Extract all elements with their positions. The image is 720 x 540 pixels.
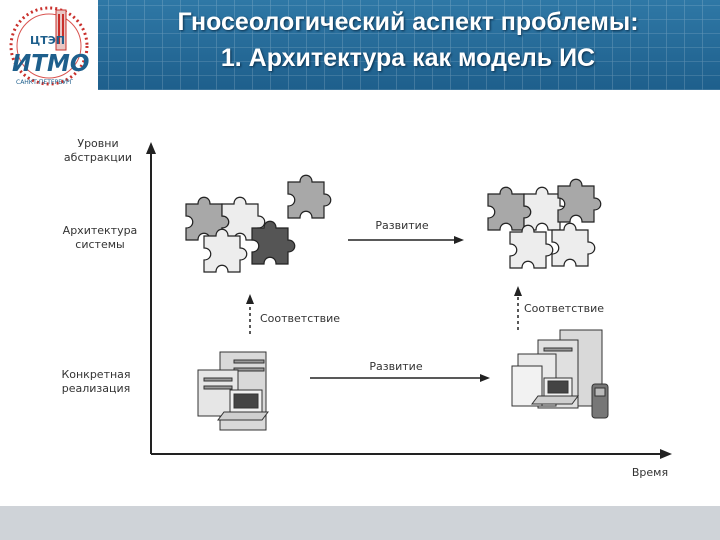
monitor-screen bbox=[233, 393, 259, 409]
level-impl-line2: реализация bbox=[62, 382, 131, 395]
logo-brand-text: ИТМО bbox=[12, 51, 89, 77]
puzzle-piece bbox=[203, 228, 248, 273]
phone-screen bbox=[594, 387, 606, 397]
architecture-diagram: Уровни абстракции Архитектура системы Ко… bbox=[58, 134, 688, 488]
x-axis-arrowhead bbox=[660, 449, 672, 459]
monitor-screen bbox=[547, 380, 569, 394]
puzzle-piece bbox=[287, 174, 332, 219]
level-impl-line1: Конкретная bbox=[61, 368, 130, 381]
y-axis-label-line2: абстракции bbox=[64, 151, 132, 164]
drive-bay bbox=[233, 359, 265, 364]
x-axis-label: Время bbox=[632, 466, 668, 479]
puzzle-piece bbox=[551, 222, 596, 267]
arrow-bottom-head bbox=[480, 374, 490, 382]
slide-title-line2: 1. Архитектура как модель ИС bbox=[220, 44, 596, 72]
computer-set-right bbox=[511, 329, 609, 419]
drive-bay bbox=[203, 377, 233, 382]
puzzle-piece bbox=[557, 178, 602, 223]
correspondence-right-label: Соответствие bbox=[524, 302, 604, 315]
header-grid-pattern bbox=[0, 0, 720, 90]
y-axis-arrowhead bbox=[146, 142, 156, 154]
level-architecture-line2: системы bbox=[75, 238, 124, 251]
level-architecture-line1: Архитектура bbox=[63, 224, 138, 237]
arrow-top-label: Развитие bbox=[375, 219, 428, 232]
puzzle-cluster-left bbox=[185, 174, 332, 273]
arrow-top-head bbox=[454, 236, 464, 244]
puzzle-cluster-right bbox=[487, 178, 602, 269]
computer-set-left bbox=[197, 351, 269, 431]
drive-bay bbox=[203, 385, 233, 390]
keyboard-icon bbox=[531, 395, 579, 405]
slide-title-line1: Гносеологический аспект проблемы: bbox=[177, 8, 639, 36]
slide-header bbox=[0, 0, 720, 90]
drive-bay bbox=[543, 347, 573, 352]
y-axis-label-line1: Уровни bbox=[77, 137, 118, 150]
correspondence-left-label: Соответствие bbox=[260, 312, 340, 325]
itmo-logo: ЦТЭП ИТМО САНКТ-ПЕТЕРБУРГ bbox=[0, 0, 98, 90]
logo-top-text: ЦТЭП bbox=[30, 34, 65, 47]
slide-footer-bar bbox=[0, 506, 720, 540]
correspondence-right-head bbox=[514, 286, 522, 296]
slide-title: Гносеологический аспект проблемы: 1. Арх… bbox=[98, 4, 718, 76]
keyboard-icon bbox=[217, 411, 269, 421]
arrow-bottom-label: Развитие bbox=[369, 360, 422, 373]
logo-bottom-text: САНКТ-ПЕТЕРБУРГ bbox=[16, 79, 74, 86]
correspondence-left-head bbox=[246, 294, 254, 304]
puzzle-piece bbox=[251, 220, 296, 265]
puzzle-piece bbox=[509, 224, 554, 269]
